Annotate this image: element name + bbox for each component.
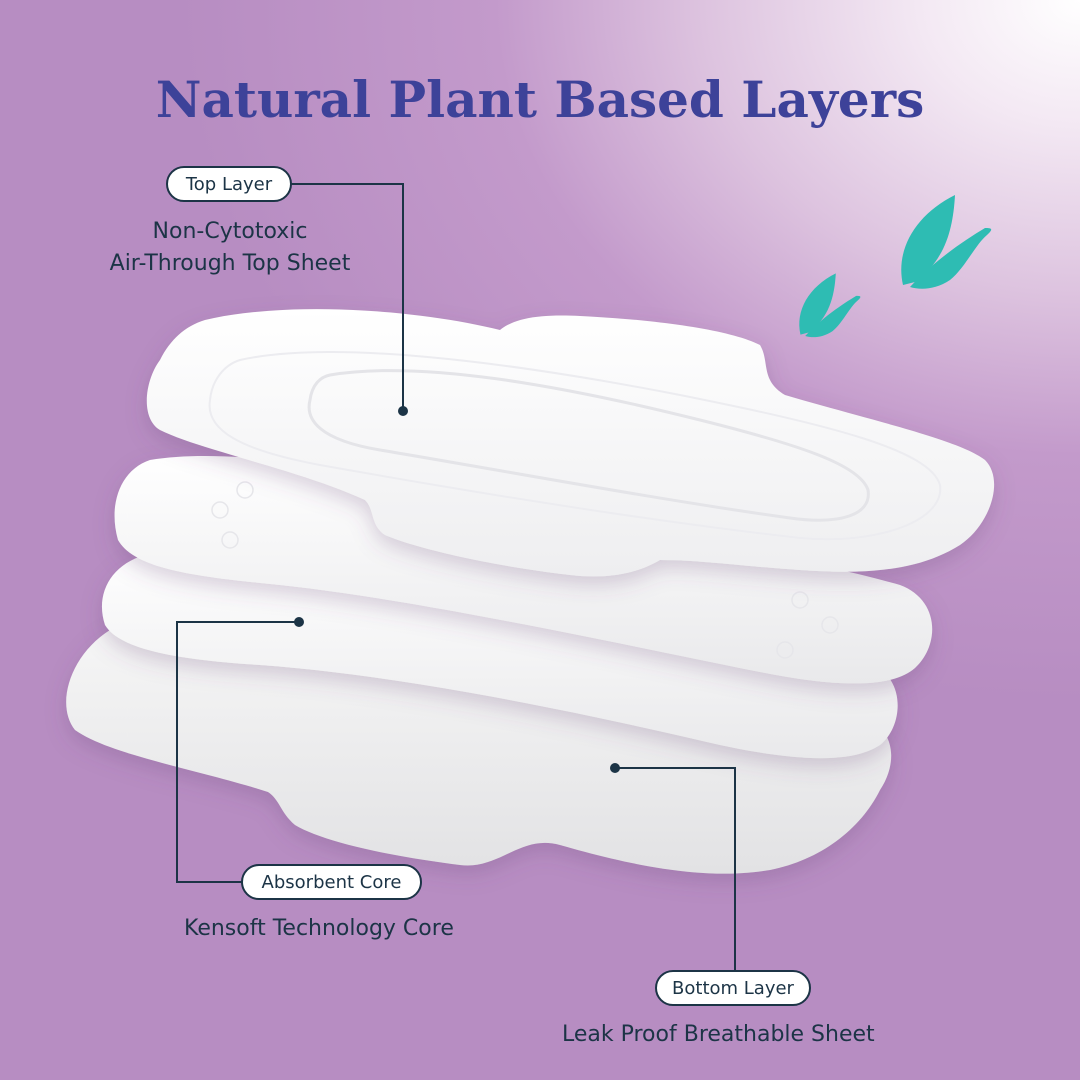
page-title: Natural Plant Based Layers (155, 70, 925, 129)
top-layer-shape (146, 309, 995, 577)
absorbent-core-leader (176, 621, 299, 883)
top-layer-dot (398, 406, 408, 416)
leader-lines (176, 183, 736, 970)
top-layer-label: Top Layer (166, 166, 292, 202)
bottom-layer-shape (66, 613, 892, 874)
top-layer-outer-channel (208, 351, 942, 541)
absorbent-core-shape (101, 550, 898, 759)
bird-icon (799, 273, 861, 338)
absorbent-core-dot (294, 617, 304, 627)
flower-emboss (211, 481, 839, 659)
bottom-layer-dot (610, 763, 620, 773)
bottom-layer-leader (615, 767, 736, 970)
top-layer-channel (307, 369, 870, 522)
second-sheet-shape (114, 456, 933, 684)
bottom-layer-description: Leak Proof Breathable Sheet (562, 1022, 875, 1047)
bottom-layer-label: Bottom Layer (655, 970, 811, 1006)
absorbent-core-label: Absorbent Core (241, 864, 422, 900)
bird-icon (901, 195, 992, 289)
top-layer-description-line-1: Non-Cytotoxic (152, 219, 308, 244)
top-layer-leader (290, 183, 404, 411)
absorbent-core-description: Kensoft Technology Core (184, 916, 454, 941)
top-layer-description-line-2: Air-Through Top Sheet (109, 251, 351, 276)
leader-dots (294, 406, 620, 773)
top-layer-description: Non-Cytotoxic Air-Through Top Sheet (95, 216, 365, 280)
